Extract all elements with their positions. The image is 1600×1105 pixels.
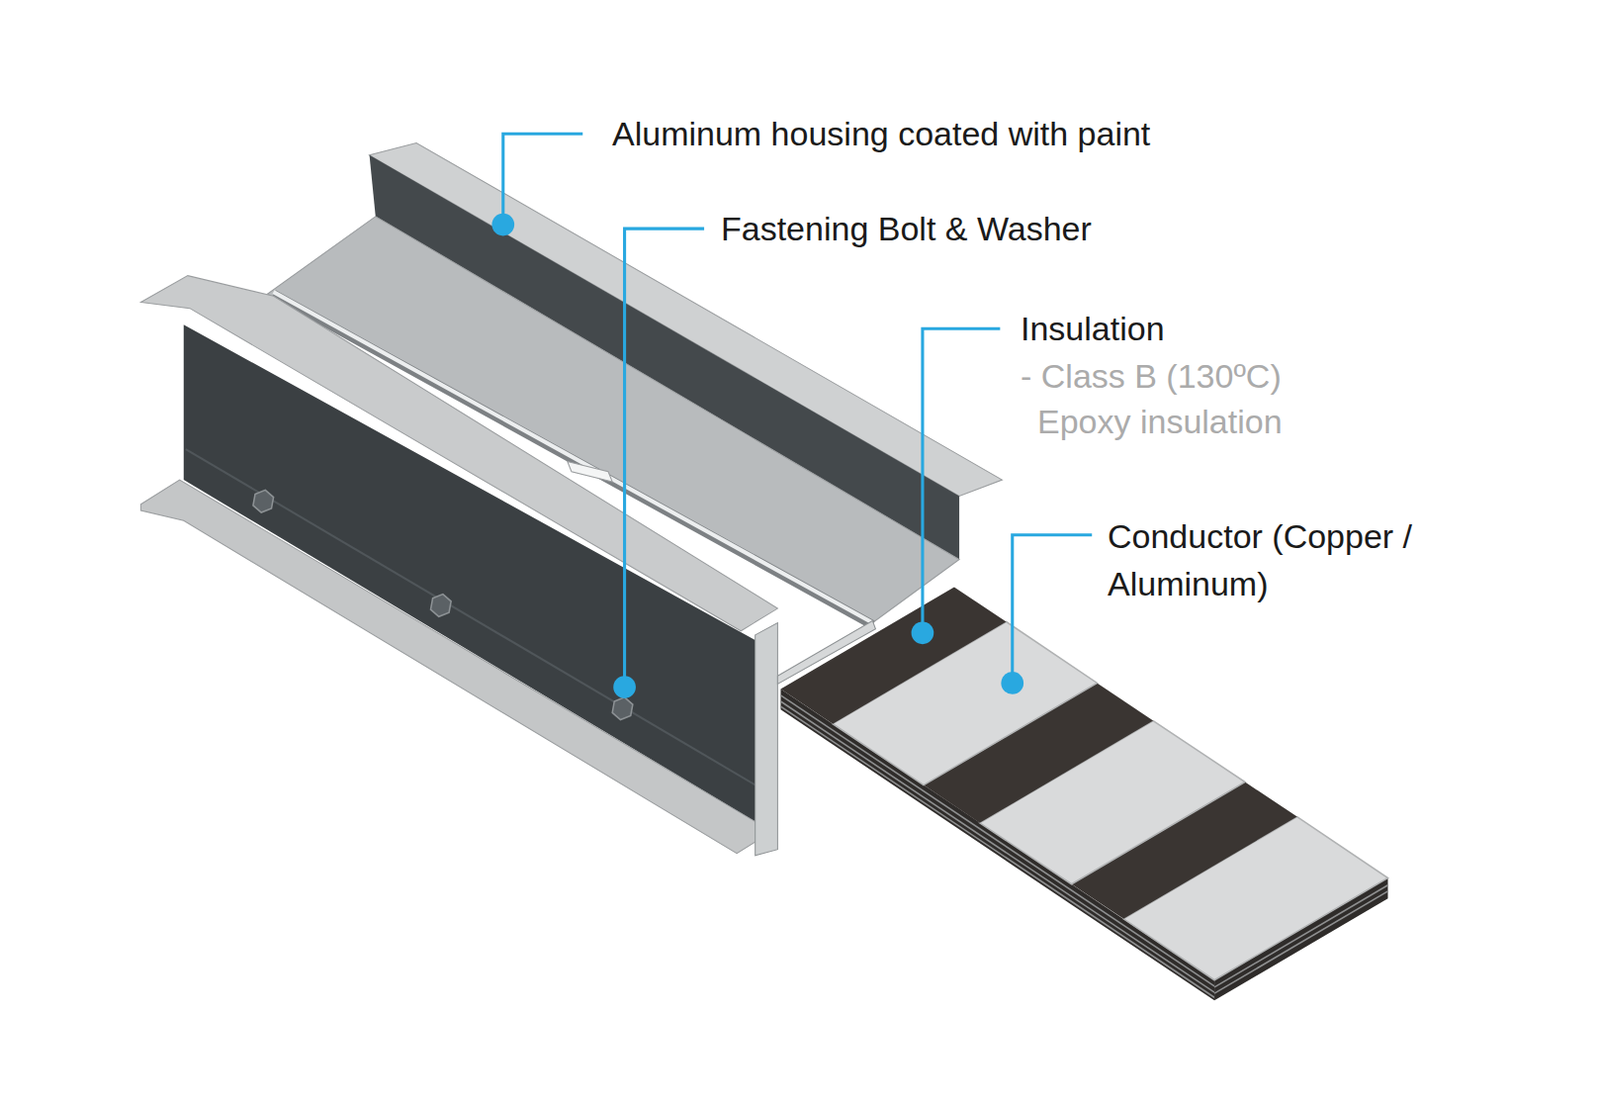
label-anchor: Fastening Bolt & Washer (720, 205, 1092, 252)
label-anchor: - Class B (130ºC) Epoxy insulation (1020, 353, 1306, 445)
callout-label: Conductor (Copper / Aluminum) (1107, 512, 1423, 608)
label-anchor: Aluminum housing coated with paint (612, 110, 1151, 157)
bolt-head (253, 489, 274, 513)
callout-label: Insulation (1020, 305, 1165, 352)
leader-dot (491, 213, 515, 237)
leader-line (624, 228, 705, 687)
bolt-head (612, 697, 633, 720)
leader-line (922, 328, 1000, 633)
rail-clip (567, 460, 613, 482)
leader-line (1012, 534, 1092, 684)
leader-dot (613, 675, 636, 699)
leader-line (503, 133, 583, 225)
callout-label: Fastening Bolt & Washer (720, 205, 1092, 252)
label-anchor: Insulation (1020, 305, 1165, 352)
leader-dot (1000, 671, 1024, 695)
housing-section (755, 622, 779, 856)
housing-flange (140, 479, 776, 854)
housing-groove (185, 448, 758, 787)
insulation-band (780, 586, 1006, 723)
callout-label: - Class B (130ºC) Epoxy insulation (1020, 353, 1306, 445)
bolt-head (431, 594, 452, 618)
housing-wall (183, 324, 758, 823)
callout-label: Aluminum housing coated with paint (612, 110, 1151, 157)
label-anchor: Conductor (Copper / Aluminum) (1107, 512, 1423, 608)
leader-dot (911, 621, 935, 644)
